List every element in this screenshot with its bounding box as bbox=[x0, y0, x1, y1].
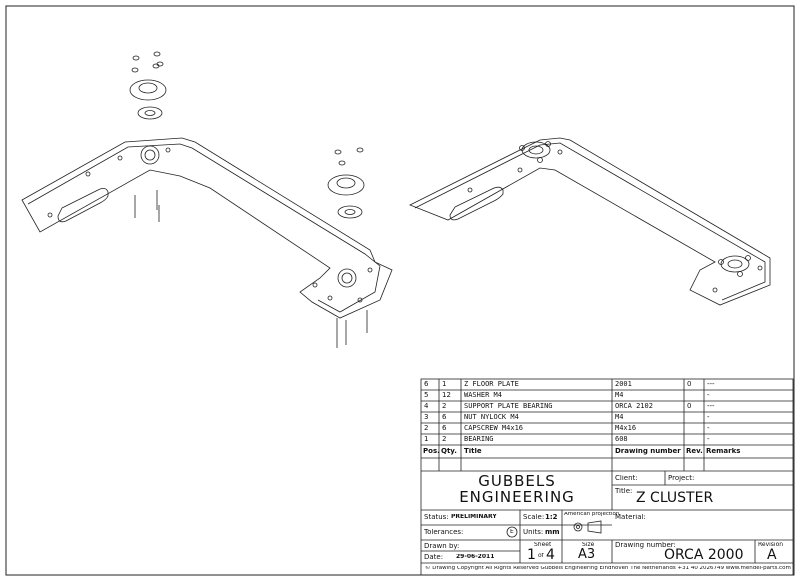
projection-label: American projection bbox=[564, 512, 620, 517]
bom-remarks: - bbox=[707, 436, 710, 443]
bom-drawing: M4 bbox=[615, 414, 624, 421]
company-logo: GUBBELS ENGINEERING bbox=[426, 473, 608, 505]
client-label: Client: bbox=[615, 475, 638, 482]
bom-qty: 12 bbox=[442, 392, 451, 399]
bom-header-rev: Rev. bbox=[686, 448, 703, 455]
company-name-line1: GUBBELS bbox=[478, 472, 556, 490]
bom-pos: 2 bbox=[424, 425, 429, 432]
bom-drawing: 608 bbox=[615, 436, 628, 443]
bom-pos: 5 bbox=[424, 392, 429, 399]
bom-title: BEARING bbox=[464, 436, 494, 443]
drawing-title: Z CLUSTER bbox=[636, 491, 714, 505]
bom-remarks: - bbox=[707, 414, 710, 421]
sheet-of: of bbox=[538, 553, 544, 559]
bom-drawing: M4 bbox=[615, 392, 624, 399]
title-block-grid bbox=[420, 378, 794, 576]
tolerance-symbol-circle bbox=[506, 526, 518, 538]
status-label: Status: bbox=[424, 514, 449, 521]
bom-qty: 2 bbox=[442, 436, 447, 443]
date-label: Date: bbox=[424, 554, 444, 561]
bom-pos: 4 bbox=[424, 403, 429, 410]
bom-qty: 6 bbox=[442, 414, 447, 421]
project-label: Project: bbox=[668, 475, 695, 482]
bom-remarks: --- bbox=[707, 381, 715, 388]
tolerances-label: Tolerances: bbox=[424, 529, 464, 536]
bom-title: SUPPORT PLATE BEARING bbox=[464, 403, 553, 410]
bom-header-qty: Qty. bbox=[441, 448, 457, 455]
units-value: mm bbox=[545, 529, 560, 536]
bom-qty: 1 bbox=[442, 381, 447, 388]
bom-header-pos: Pos. bbox=[423, 448, 440, 455]
bom-header-title: Title bbox=[464, 448, 482, 455]
size-value: A3 bbox=[578, 548, 596, 561]
bom-header-remarks: Remarks bbox=[706, 448, 741, 455]
scale-value: 1:2 bbox=[545, 514, 558, 521]
bom-remarks: --- bbox=[707, 403, 715, 410]
drawing-number: ORCA 2000 bbox=[664, 548, 744, 562]
bom-drawing: ORCA 2102 bbox=[615, 403, 653, 410]
bom-qty: 6 bbox=[442, 425, 447, 432]
projection-symbol bbox=[573, 520, 602, 534]
bom-qty: 2 bbox=[442, 403, 447, 410]
status-value: PRELIMINARY bbox=[451, 514, 497, 520]
sheet-total: 4 bbox=[546, 548, 555, 562]
company-name-line2: ENGINEERING bbox=[459, 488, 575, 506]
date-value: 29-06-2011 bbox=[456, 554, 495, 560]
bom-remarks: - bbox=[707, 425, 710, 432]
bom-rev: 0 bbox=[687, 381, 692, 388]
tolerance-symbol: E bbox=[510, 529, 514, 535]
drawing-number-label: Drawing number: bbox=[615, 542, 676, 549]
bom-pos: 3 bbox=[424, 414, 429, 421]
bom-pos: 6 bbox=[424, 381, 429, 388]
bom-header-drawing: Drawing number bbox=[615, 448, 681, 455]
bom-drawing: M4x16 bbox=[615, 425, 637, 432]
assembled-view bbox=[409, 137, 771, 306]
bom-pos: 1 bbox=[424, 436, 429, 443]
sheet-number: 1 bbox=[527, 548, 536, 562]
bom-title: WASHER M4 bbox=[464, 392, 502, 399]
sheet-label: Sheet bbox=[534, 542, 552, 548]
revision-label: Revision bbox=[758, 542, 784, 548]
bom-rev: 0 bbox=[687, 403, 692, 410]
sheet-border bbox=[5, 5, 795, 576]
exploded-view bbox=[21, 51, 393, 348]
size-label: Size bbox=[582, 542, 595, 548]
bom-title: NUT NYLOCK M4 bbox=[464, 414, 519, 421]
bom-drawing: 2001 bbox=[615, 381, 632, 388]
bom-title: CAPSCREW M4x16 bbox=[464, 425, 524, 432]
material-label: Material: bbox=[615, 514, 646, 521]
bom-remarks: - bbox=[707, 392, 710, 399]
revision-value: A bbox=[767, 548, 777, 562]
bom-title: Z FLOOR PLATE bbox=[464, 381, 519, 388]
drawn-by-label: Drawn by: bbox=[424, 543, 460, 550]
scale-label: Scale: bbox=[523, 514, 545, 521]
units-label: Units: bbox=[523, 529, 544, 536]
copyright-footer: © Drawing Copyright All Rights Reserved … bbox=[425, 566, 791, 571]
title-label: Title: bbox=[615, 488, 633, 495]
